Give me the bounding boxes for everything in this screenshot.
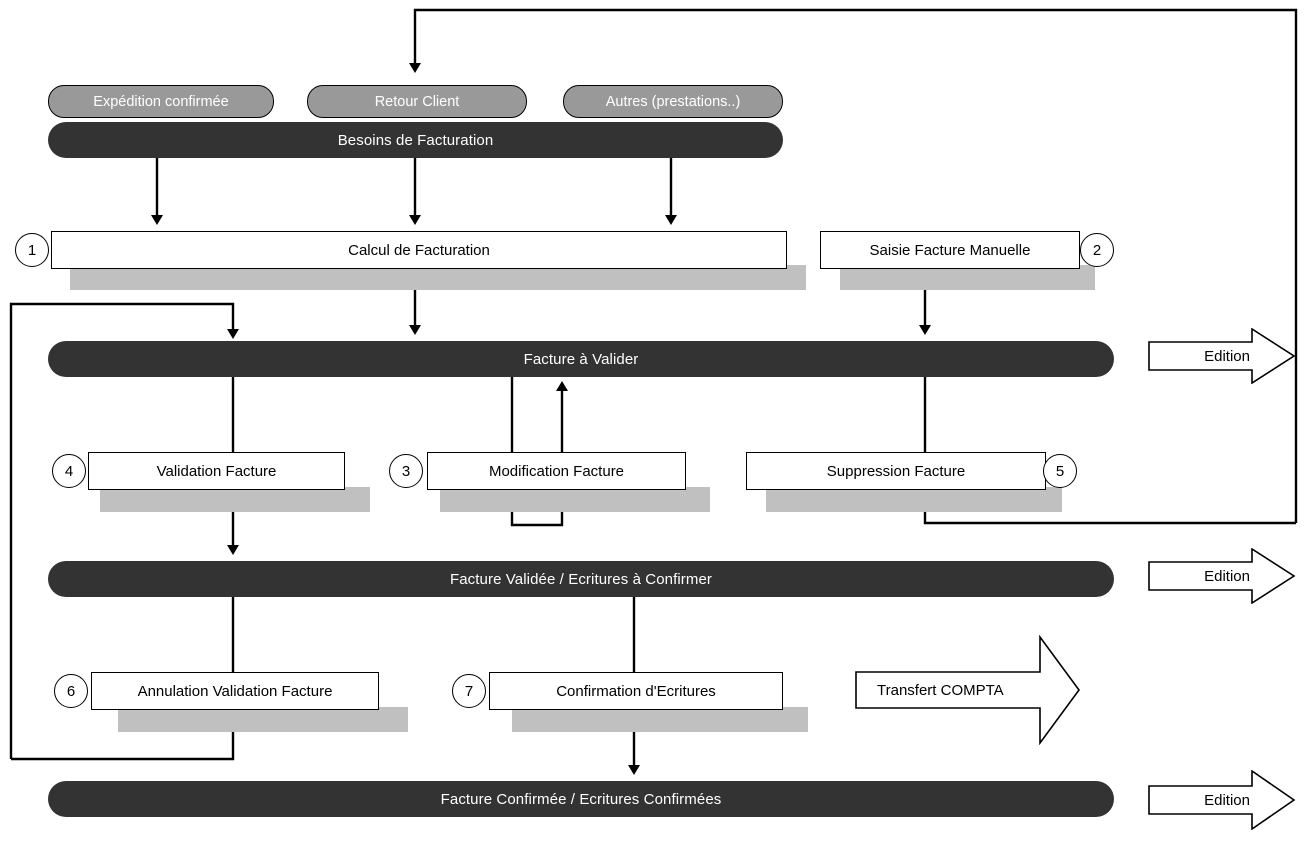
process-box-label: Validation Facture: [156, 462, 277, 480]
output-arrow-edition-2[interactable]: Edition: [1148, 547, 1296, 605]
state-bar-facture-a-valider[interactable]: Facture à Valider: [48, 341, 1114, 377]
process-number-5: 5: [1043, 454, 1077, 488]
output-arrow-transfert-compta[interactable]: Transfert COMPTA: [855, 634, 1081, 746]
process-box-label: Saisie Facture Manuelle: [869, 241, 1031, 259]
process-shadow-4: [100, 487, 370, 512]
process-box-validation-facture[interactable]: Validation Facture: [88, 452, 345, 490]
transfert-arrow-shape: [855, 634, 1080, 746]
state-bar-label: Facture Validée / Ecritures à Confirmer: [449, 570, 713, 588]
process-box-suppression-facture[interactable]: Suppression Facture: [746, 452, 1046, 490]
output-arrow-edition-3[interactable]: Edition: [1148, 769, 1296, 831]
state-bar-facture-validee[interactable]: Facture Validée / Ecritures à Confirmer: [48, 561, 1114, 597]
edition-arrow-shape: [1148, 769, 1296, 831]
process-shadow-6: [118, 707, 408, 732]
process-number-7: 7: [452, 674, 486, 708]
state-bar-label: Facture à Valider: [523, 350, 639, 368]
event-pill-label: Autres (prestations..): [605, 93, 741, 110]
edition-arrow-shape: [1148, 547, 1296, 605]
process-box-saisie-facture-manuelle[interactable]: Saisie Facture Manuelle: [820, 231, 1080, 269]
process-box-label: Suppression Facture: [826, 462, 966, 480]
process-number-label: 2: [1092, 241, 1102, 259]
process-shadow-3: [440, 487, 710, 512]
process-box-annulation-validation-facture[interactable]: Annulation Validation Facture: [91, 672, 379, 710]
process-number-label: 1: [27, 241, 37, 259]
process-number-1: 1: [15, 233, 49, 267]
state-bar-facture-confirmee[interactable]: Facture Confirmée / Ecritures Confirmées: [48, 781, 1114, 817]
state-bar-label: Facture Confirmée / Ecritures Confirmées: [440, 790, 722, 808]
event-pill-retour-client[interactable]: Retour Client: [307, 85, 527, 118]
process-box-label: Annulation Validation Facture: [137, 682, 333, 700]
output-arrow-label: Transfert COMPTA: [877, 681, 1004, 699]
output-arrow-edition-1[interactable]: Edition: [1148, 327, 1296, 385]
event-pill-label: Retour Client: [374, 93, 460, 110]
event-pill-autres-prestations[interactable]: Autres (prestations..): [563, 85, 783, 118]
process-number-label: 6: [66, 682, 76, 700]
process-box-label: Calcul de Facturation: [348, 241, 490, 259]
event-pill-label: Expédition confirmée: [93, 93, 229, 110]
process-shadow-7: [512, 707, 808, 732]
process-box-confirmation-ecritures[interactable]: Confirmation d'Ecritures: [489, 672, 783, 710]
event-pill-expedition-confirmee[interactable]: Expédition confirmée: [48, 85, 274, 118]
process-number-4: 4: [52, 454, 86, 488]
process-number-label: 4: [64, 462, 74, 480]
process-number-label: 5: [1055, 462, 1065, 480]
output-arrow-label: Edition: [1204, 567, 1250, 585]
state-bar-besoins-de-facturation[interactable]: Besoins de Facturation: [48, 122, 783, 158]
state-bar-label: Besoins de Facturation: [337, 131, 494, 149]
process-number-6: 6: [54, 674, 88, 708]
process-number-label: 7: [464, 682, 474, 700]
output-arrow-label: Edition: [1204, 347, 1250, 365]
process-box-modification-facture[interactable]: Modification Facture: [427, 452, 686, 490]
output-arrow-label: Edition: [1204, 791, 1250, 809]
process-shadow-5: [766, 487, 1062, 512]
process-number-2: 2: [1080, 233, 1114, 267]
process-box-calcul-de-facturation[interactable]: Calcul de Facturation: [51, 231, 787, 269]
process-number-label: 3: [401, 462, 411, 480]
process-box-label: Modification Facture: [488, 462, 625, 480]
process-number-3: 3: [389, 454, 423, 488]
process-box-label: Confirmation d'Ecritures: [556, 682, 716, 700]
